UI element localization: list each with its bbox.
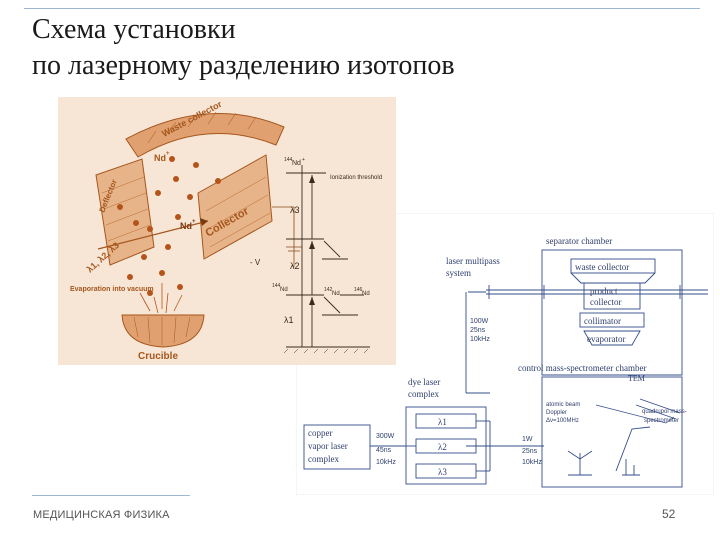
quadrupole-label-1: quadrupol mass- [642,409,687,415]
lambda2-label: λ2 [290,261,300,271]
title-line-2: по лазерному разделению изотопов [32,50,455,81]
nd-right-label: Nd [180,221,192,231]
top-rule [24,8,700,9]
product-collector-box [583,282,641,310]
nd-top-label: Nd [154,153,166,163]
quadrupole-label-2: spectrometer [644,418,679,424]
dye-laser-label-2: complex [408,389,439,399]
nd-144-label: Nd [280,287,288,293]
params-top-1: 100W [470,318,489,325]
footer-text: МЕДИЦИНСКАЯ ФИЗИКА [33,509,170,521]
nd-144-mass: 144 [272,283,281,289]
lambda3-label: λ3 [290,205,300,215]
nd-ion-label: Nd [292,160,301,167]
params-mid-3: 10kHz [376,459,396,466]
copper-label-2: vapor laser [308,441,348,451]
dye-laser-label-1: dye laser [408,377,440,387]
waste-collector-plate [125,113,285,158]
laser-multipass-label-2: system [446,268,471,278]
evaporator-label: evaporator [587,334,625,344]
nd-142-mass: 142 [324,287,333,293]
waste-collector-label: waste collector [575,262,629,272]
control-chamber-label: control mass-spectrometer chamber [518,363,646,373]
nd-142-label: Nd [332,291,340,297]
atomic-beam-label-1: atomic beam [546,402,580,408]
atomic-beam-label-2: Doppler [546,410,567,416]
lambda1-label: λ1 [284,315,294,325]
collimator-box [579,312,645,328]
params-mid-2: 45ns [376,447,392,454]
tem-label: TEM [628,374,645,383]
copper-label-1: copper [308,428,333,438]
copper-label-3: complex [308,454,339,464]
footer-rule [32,495,190,496]
params-right-1: 1W [522,436,533,443]
crucible-label: Crucible [138,351,178,362]
lambda3-label: λ3 [438,467,447,477]
params-top-3: 10kHz [470,336,490,343]
crucible [121,314,205,348]
separator-chamber-label: separator chamber [546,236,612,246]
evaporation-label: Evaporation into vacuum [70,286,154,293]
nd-146-label: Nd [362,291,370,297]
collector-plate [197,154,273,260]
nd-right-sup: + [192,219,196,225]
title-line-1: Схема установки [32,14,236,45]
nd-top-sup: + [166,151,170,157]
params-top-2: 25ns [470,327,486,334]
ionization-threshold-label: Ionization threshold [330,175,382,181]
nd-146-mass: 146 [354,287,363,293]
atomic-beam-label-3: Δν=100MHz [546,418,579,424]
page-number: 52 [662,507,676,521]
slide-title: Схема установки по лазерному разделению … [32,12,455,84]
laser-multipass-label-1: laser multipass [446,256,500,266]
params-right-2: 25ns [522,448,538,455]
dye-laser-complex-box [405,406,487,485]
waste-collector-box [570,258,656,274]
product-label-2: collector [590,297,621,307]
params-mid-1: 300W [376,433,395,440]
voltage-label: - V [250,258,261,267]
separation-principle-diagram: Waste collector Deflector Collector Nd +… [58,97,396,365]
nd-ion-sup: + [302,157,305,163]
collimator-label: collimator [584,316,621,326]
control-chamber-box [541,376,683,488]
copper-vapor-laser-box [303,424,371,470]
params-right-3: 10kHz [522,459,542,466]
evaporator-shape [583,330,641,346]
lambda2-label: λ2 [438,442,447,452]
product-label-1: product [590,286,618,296]
nd-ion-mass: 144 [284,157,293,163]
lambda1-label: λ1 [438,417,447,427]
